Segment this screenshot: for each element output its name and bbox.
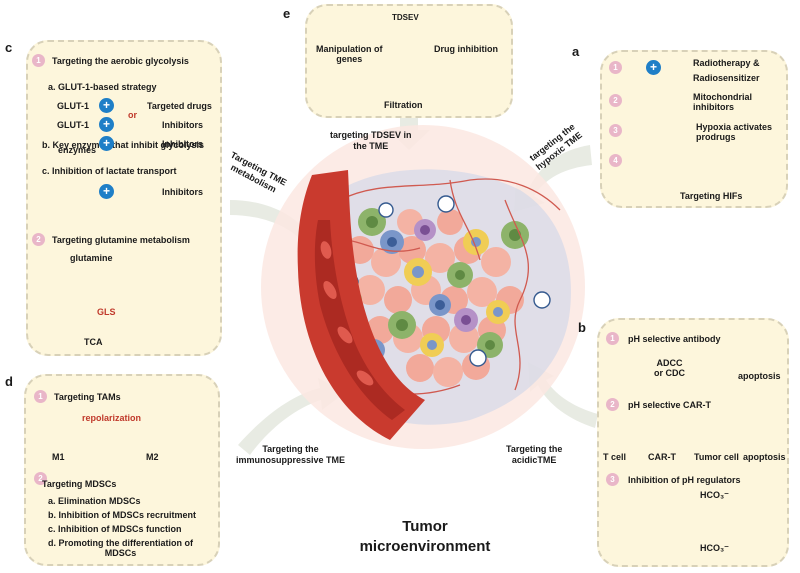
immuno-label: Targeting the immunosuppressive TME — [236, 444, 346, 465]
targeted-drugs-label: Targeted drugs — [147, 101, 212, 111]
acidic-label: Targeting the acidicTME — [506, 444, 563, 465]
panel-e — [305, 4, 513, 118]
num-d2: 2 — [34, 472, 47, 485]
num-c2: 2 — [32, 233, 45, 246]
arrow-c — [230, 200, 326, 258]
num-b3: 3 — [606, 473, 619, 486]
tdsev-tme-label: targeting TDSEV in the TME — [330, 130, 412, 151]
inhibitors-label-1: Inhibitors — [162, 120, 203, 130]
plus-icon: + — [99, 98, 114, 113]
ph-regulators-label: Inhibition of pH regulators — [628, 475, 741, 485]
plus-icon: + — [99, 184, 114, 199]
or-label: or — [128, 110, 137, 120]
enzymes-label: enzymes — [58, 145, 97, 155]
apoptosis-label-1: apoptosis — [738, 371, 781, 381]
mdscs-c-label: c. Inhibition of MDSCs function — [48, 524, 182, 534]
plus-icon: + — [99, 136, 114, 151]
filtration-label: Filtration — [384, 100, 423, 110]
num-a3: 3 — [609, 124, 622, 137]
mdscs-label: Targeting MDSCs — [42, 479, 117, 489]
tca-label: TCA — [84, 337, 103, 347]
tumor-microenvironment-title: Tumor microenvironment — [359, 518, 491, 555]
mito-label: Mitochondrial inhibitors — [693, 92, 752, 113]
panel-d — [24, 374, 220, 566]
inhibitors-label-2: Inhibitors — [162, 139, 203, 149]
aerobic-label: Targeting the aerobic glycolysis — [52, 56, 189, 66]
tams-label: Targeting TAMs — [54, 392, 121, 402]
car-t-label: CAR-T — [648, 452, 676, 462]
mdscs-a-label: a. Elimination MDSCs — [48, 496, 141, 506]
tdsev-label: TDSEV — [392, 13, 419, 22]
num-a2: 2 — [609, 94, 622, 107]
mdscs-d-label: d. Promoting the differentiation of MDSC… — [48, 538, 193, 559]
mdscs-b-label: b. Inhibition of MDSCs recruitment — [48, 510, 196, 520]
panel-a-letter: a — [572, 44, 580, 59]
panel-a — [600, 50, 788, 208]
panel-e-letter: e — [283, 6, 291, 21]
panel-b-letter: b — [578, 320, 586, 335]
panel-d-letter: d — [5, 374, 13, 389]
m1-label: M1 — [52, 452, 65, 462]
panel-c — [26, 40, 222, 356]
glut1-label-2: GLUT-1 — [57, 120, 90, 130]
key-enzymes-label: b. Key enzymes that inhibit glycolysis — [42, 140, 205, 150]
glut1-label-1: GLUT-1 — [57, 101, 90, 111]
ph-antibody-label: pH selective antibody — [628, 334, 721, 344]
glut-strategy-label: a. GLUT-1-based strategy — [48, 82, 157, 92]
blood-vessel — [297, 170, 425, 440]
radiosensitizer-label: Radiosensitizer — [693, 73, 760, 83]
gls-label: GLS — [97, 307, 116, 317]
drug-inhibition-label: Drug inhibition — [434, 44, 498, 54]
apoptosis-label-2: apoptosis — [743, 452, 786, 462]
radiotherapy-label: Radiotherapy & — [693, 58, 760, 68]
num-b1: 1 — [606, 332, 619, 345]
inhibitors-label-3: Inhibitors — [162, 187, 203, 197]
glutamine-metab-label: Targeting glutamine metabolism — [52, 235, 190, 245]
num-c1: 1 — [32, 54, 45, 67]
m2-label: M2 — [146, 452, 159, 462]
glutamine-label: glutamine — [70, 253, 113, 263]
plus-icon: + — [646, 60, 661, 75]
panel-c-letter: c — [5, 40, 13, 55]
plus-icon: + — [99, 117, 114, 132]
panel-b — [597, 318, 789, 567]
repolarization-label: repolarization — [82, 413, 142, 423]
num-a4: 4 — [609, 154, 622, 167]
lactate-label: c. Inhibition of lactate transport — [42, 166, 177, 176]
num-a1: 1 — [609, 61, 622, 74]
num-b2: 2 — [606, 398, 619, 411]
adcc-label: ADCC or CDC — [654, 358, 685, 379]
hco3-label-bottom: HCO₃⁻ — [700, 543, 729, 553]
t-cell-label: T cell — [603, 452, 627, 462]
tumor-cell-label: Tumor cell — [694, 452, 739, 462]
hifs-label: Targeting HIFs — [680, 191, 743, 201]
hco3-label-top: HCO₃⁻ — [700, 490, 729, 500]
manipulation-label: Manipulation of genes — [316, 44, 383, 65]
car-t-title-label: pH selective CAR-T — [628, 400, 712, 410]
hypoxia-label: Hypoxia activates prodrugs — [696, 122, 773, 143]
num-d1: 1 — [34, 390, 47, 403]
